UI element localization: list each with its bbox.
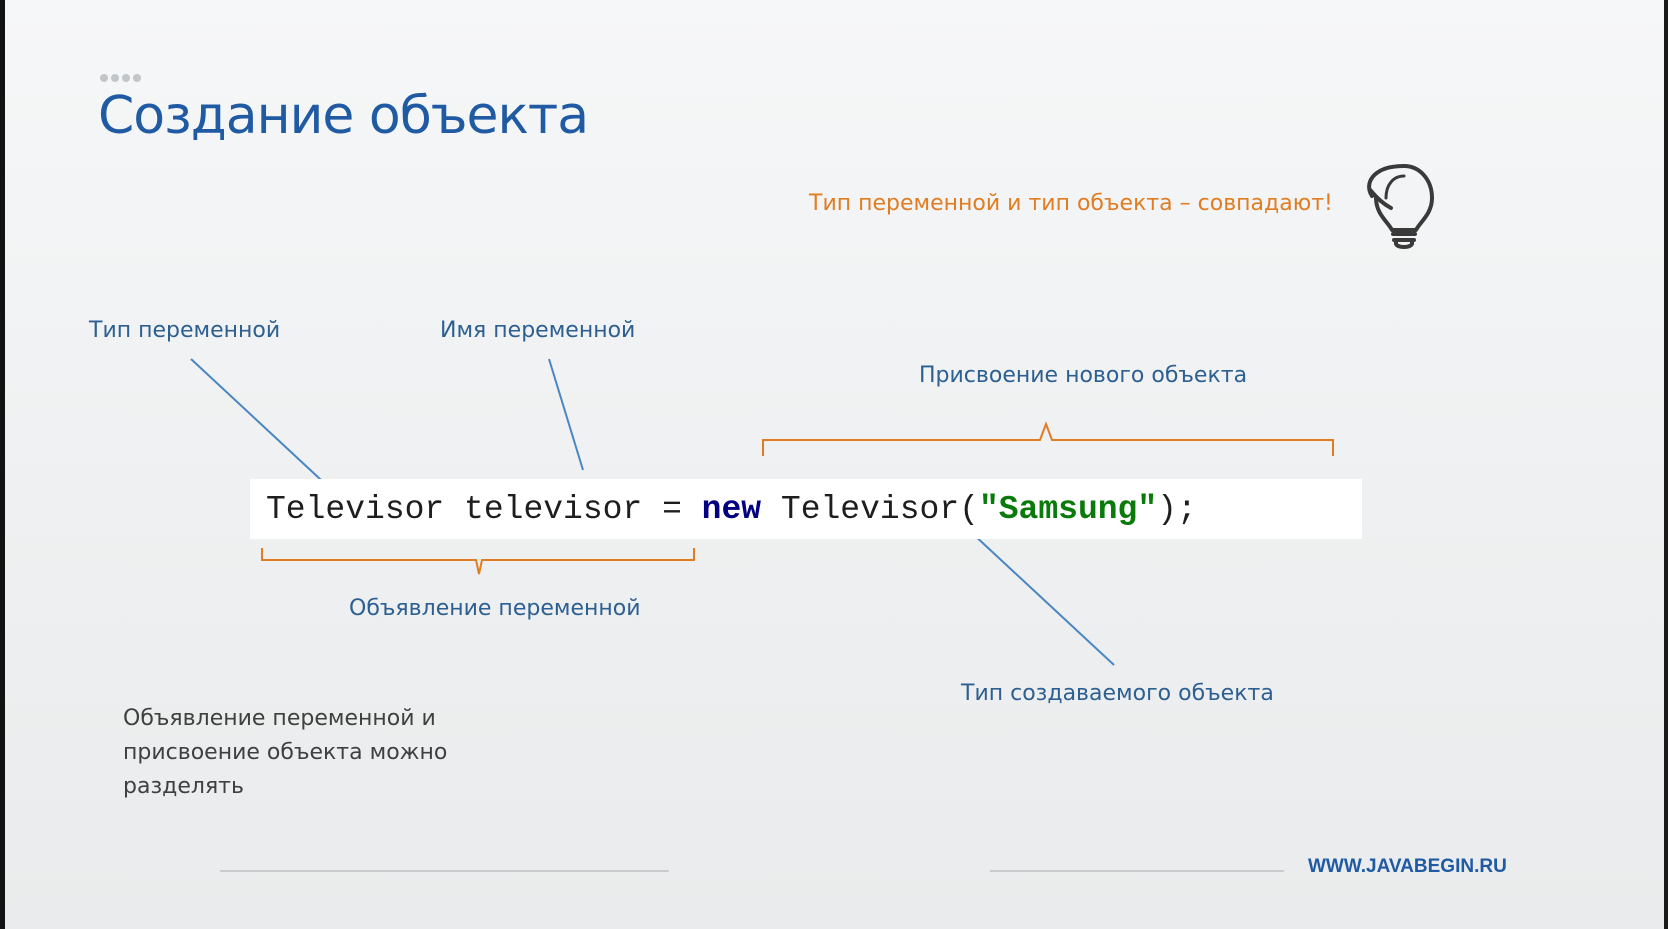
note-text: Объявление переменной и присвоение объек…: [123, 706, 448, 799]
code-constructor: Televisor(: [761, 490, 979, 528]
label-new-object-assignment: Присвоение нового объекта: [919, 363, 1248, 388]
code-ending: );: [1157, 490, 1197, 528]
pointer-line-object-type: [971, 532, 1115, 666]
pointer-line-variable-type: [190, 358, 335, 493]
label-variable-declaration: Объявление переменной: [349, 596, 641, 621]
decoration-dot: [133, 74, 141, 82]
brace-new-object-assignment: [762, 421, 1334, 456]
pointer-line-variable-name: [548, 358, 584, 471]
lightbulb-icon: [1367, 164, 1434, 249]
code-keyword-new: new: [701, 490, 762, 528]
slide-title: Создание объекта: [98, 86, 589, 146]
decoration-dot: [122, 74, 130, 82]
code-string-argument: "Samsung": [978, 490, 1158, 528]
screen-edge-left: [0, 0, 5, 929]
brace-variable-declaration: [261, 548, 695, 575]
slide-decoration-dots: [100, 74, 141, 82]
code-block: Televisor televisor = new Televisor("Sam…: [250, 479, 1362, 539]
screen-edge-right: [1664, 0, 1668, 929]
decoration-dot: [111, 74, 119, 82]
tip-text: Тип переменной и тип объекта – совпадают…: [809, 191, 1333, 216]
decoration-dot: [100, 74, 108, 82]
code-line: Televisor televisor = new Televisor("Sam…: [266, 491, 1197, 528]
label-created-object-type: Тип создаваемого объекта: [961, 681, 1274, 706]
footer-website: WWW.JAVABEGIN.RU: [1308, 856, 1507, 877]
label-variable-name: Имя переменной: [440, 318, 636, 343]
label-variable-type: Тип переменной: [89, 318, 281, 343]
code-declaration: Televisor televisor =: [266, 490, 702, 528]
